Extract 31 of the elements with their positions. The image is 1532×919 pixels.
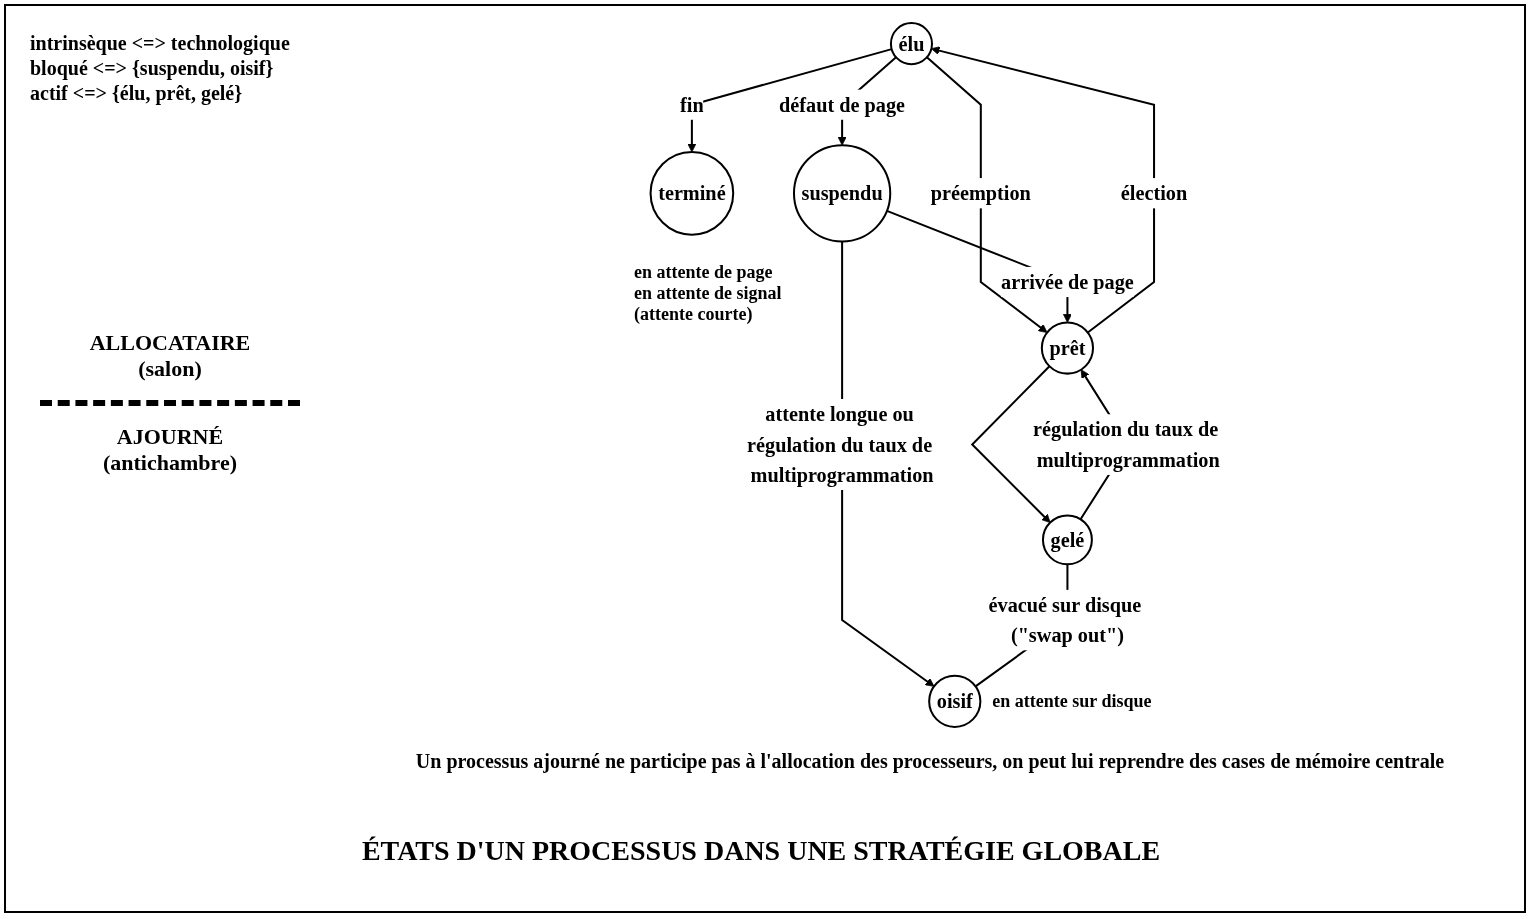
zone-label: (antichambre) xyxy=(102,450,238,476)
zone-label: (salon) xyxy=(137,356,203,382)
node-circle: suspendu xyxy=(792,144,892,243)
edge-label: évacué sur disque ("swap out") xyxy=(988,593,1142,647)
state-note: (attente courte) xyxy=(633,303,754,325)
node-circle: oisif xyxy=(928,674,982,728)
node-circle: terminé xyxy=(649,150,735,236)
zone-label: AJOURNÉ xyxy=(115,424,225,450)
diagram-title: ÉTATS D'UN PROCESSUS DANS UNE STRATÉGIE GLOBALE xyxy=(360,835,1162,867)
state-note: en attente de signal xyxy=(633,282,782,304)
state-note: en attente de page xyxy=(633,261,774,283)
edge-label: élection xyxy=(1120,182,1188,205)
node-circle: élu xyxy=(889,22,933,66)
legend-note: intrinsèque <=> technologique xyxy=(30,32,291,55)
legend-note: actif <=> {élu, prêt, gelé} xyxy=(30,82,244,105)
edge-label: régulation du taux de multiprogrammation xyxy=(1033,418,1220,471)
arrow xyxy=(687,48,892,153)
zone-label: ALLOCATAIRE xyxy=(88,330,252,356)
state-note: en attente sur disque xyxy=(992,690,1152,712)
note-text: Un processus ajourné ne participe pas à l'allocation des processeurs, on peut lui reprendre des cases de mémoire centrale xyxy=(414,750,1446,773)
legend-note: bloqué <=> {suspendu, oisif} xyxy=(30,57,275,80)
edge-label: défaut de page xyxy=(779,93,906,116)
arrow xyxy=(926,56,1048,333)
node-circle: gelé xyxy=(1041,514,1093,566)
edge-label: préemption xyxy=(930,182,1031,205)
edge-label: attente longue ou régulation du taux de multiprogrammation xyxy=(747,403,934,487)
edge-label: fin xyxy=(680,93,704,116)
arrow xyxy=(930,46,1156,334)
arrow xyxy=(970,365,1051,523)
node-circle: prêt xyxy=(1040,321,1095,375)
edge-label: arrivée de page xyxy=(1001,270,1134,294)
